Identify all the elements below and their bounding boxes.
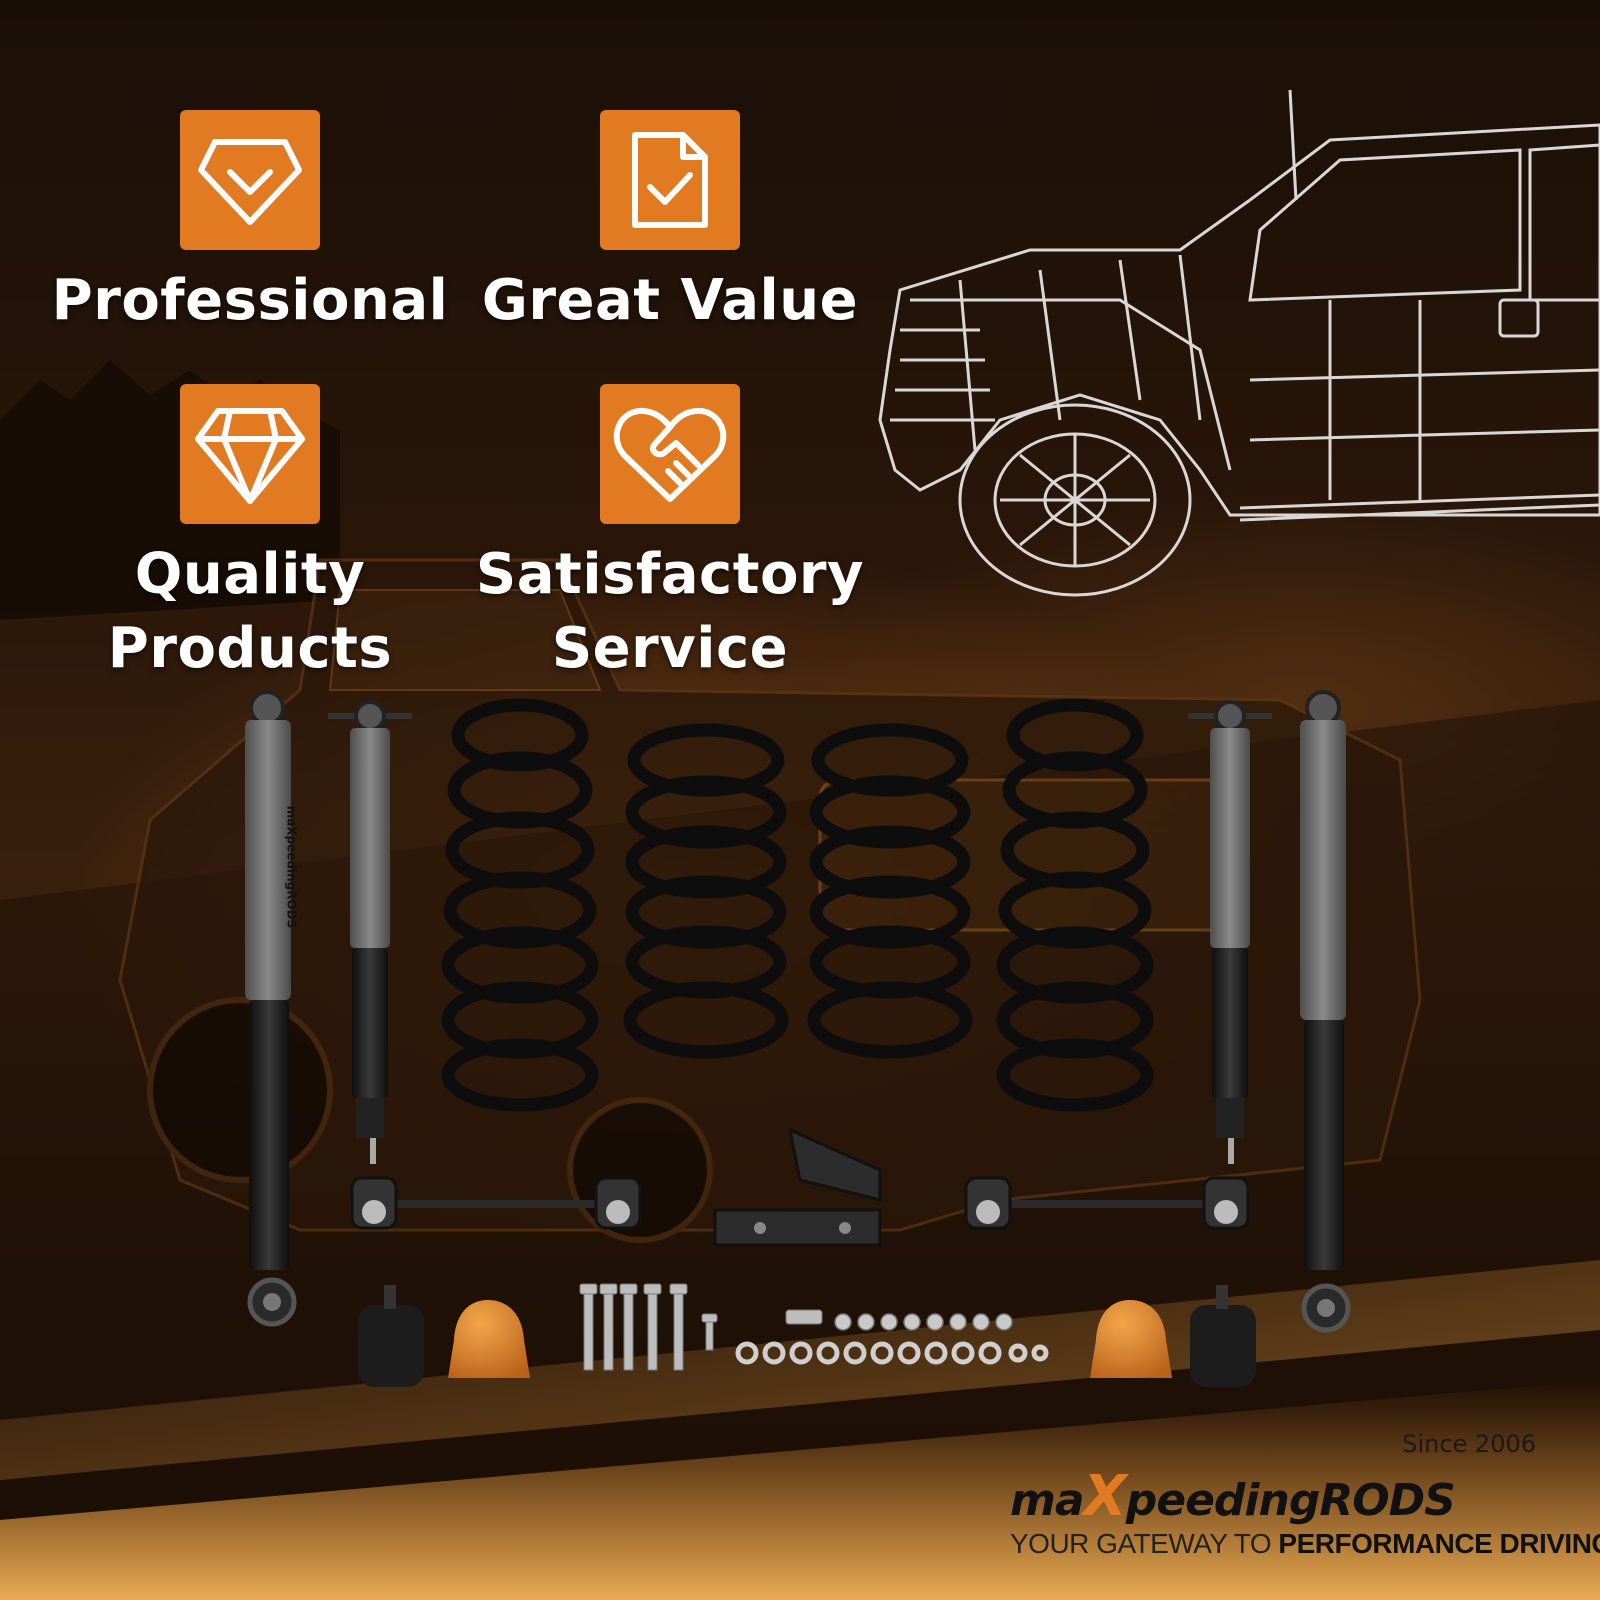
brand-name-part2: peedingRODS <box>1125 1475 1456 1526</box>
coil-spring-2 <box>623 723 789 1059</box>
washers <box>735 1341 1049 1365</box>
diamond-check-icon <box>180 110 320 250</box>
coil-spring-1 <box>441 698 599 1112</box>
brand-name-part1: ma <box>1010 1475 1085 1526</box>
feature-label-line: Great Value <box>481 268 859 333</box>
feature-label-line: Professional <box>51 268 449 333</box>
brand-tagline: YOUR GATEWAY TO PERFORMANCE DRIVING <box>1010 1528 1600 1560</box>
diamond-gem-icon <box>180 384 320 524</box>
feature-satisfactory-service: Satisfactory Service <box>460 384 880 686</box>
feature-label-line: Products <box>107 616 393 681</box>
since-year: Since 2006 <box>1402 1430 1536 1458</box>
sway-bar-link-right <box>964 1176 1250 1230</box>
coil-spring-3 <box>807 723 973 1059</box>
feature-label: Great Value <box>460 264 880 338</box>
nuts <box>834 1313 1013 1331</box>
feature-quality-products: Quality Products <box>40 384 460 686</box>
bottom-light-streak <box>0 1380 1600 1600</box>
feature-great-value: Great Value <box>460 110 880 338</box>
document-check-icon <box>600 110 740 250</box>
brand-wordmark: maXpeedingRODS <box>1010 1464 1456 1529</box>
front-shock-left <box>328 700 412 1164</box>
mounting-bracket <box>713 1127 882 1247</box>
shock-logo-text: maXpeedingRODS <box>284 805 299 929</box>
feature-label: Professional <box>40 264 460 338</box>
bump-stop-black-left <box>358 1285 424 1387</box>
feature-label-line: Service <box>551 616 789 681</box>
heart-handshake-icon <box>600 384 740 524</box>
wireframe-truck <box>878 89 1600 597</box>
front-shock-right <box>1188 700 1272 1164</box>
coil-spring-4 <box>996 698 1154 1112</box>
rear-shock-right <box>1300 690 1351 1333</box>
feature-label: Quality Products <box>40 538 460 686</box>
rear-shock-left <box>245 690 297 1327</box>
feature-label-line: Satisfactory <box>475 542 865 607</box>
bump-stop-orange-right <box>1090 1300 1172 1378</box>
feature-professional: Professional <box>40 110 460 338</box>
bump-stop-orange-left <box>448 1300 530 1378</box>
brand-logo: Since 2006 maXpeedingRODS YOUR GATEWAY T… <box>1010 1430 1600 1570</box>
brand-name-x: X <box>1083 1464 1127 1529</box>
feature-label: Satisfactory Service <box>460 538 880 686</box>
bump-stop-black-right <box>1190 1285 1256 1387</box>
tagline-plain: YOUR GATEWAY TO <box>1010 1528 1279 1559</box>
feature-label-line: Quality <box>134 542 366 607</box>
sway-bar-link-left <box>350 1176 642 1230</box>
bolts <box>579 1283 823 1371</box>
tagline-bold: PERFORMANCE DRIVING <box>1278 1528 1600 1559</box>
